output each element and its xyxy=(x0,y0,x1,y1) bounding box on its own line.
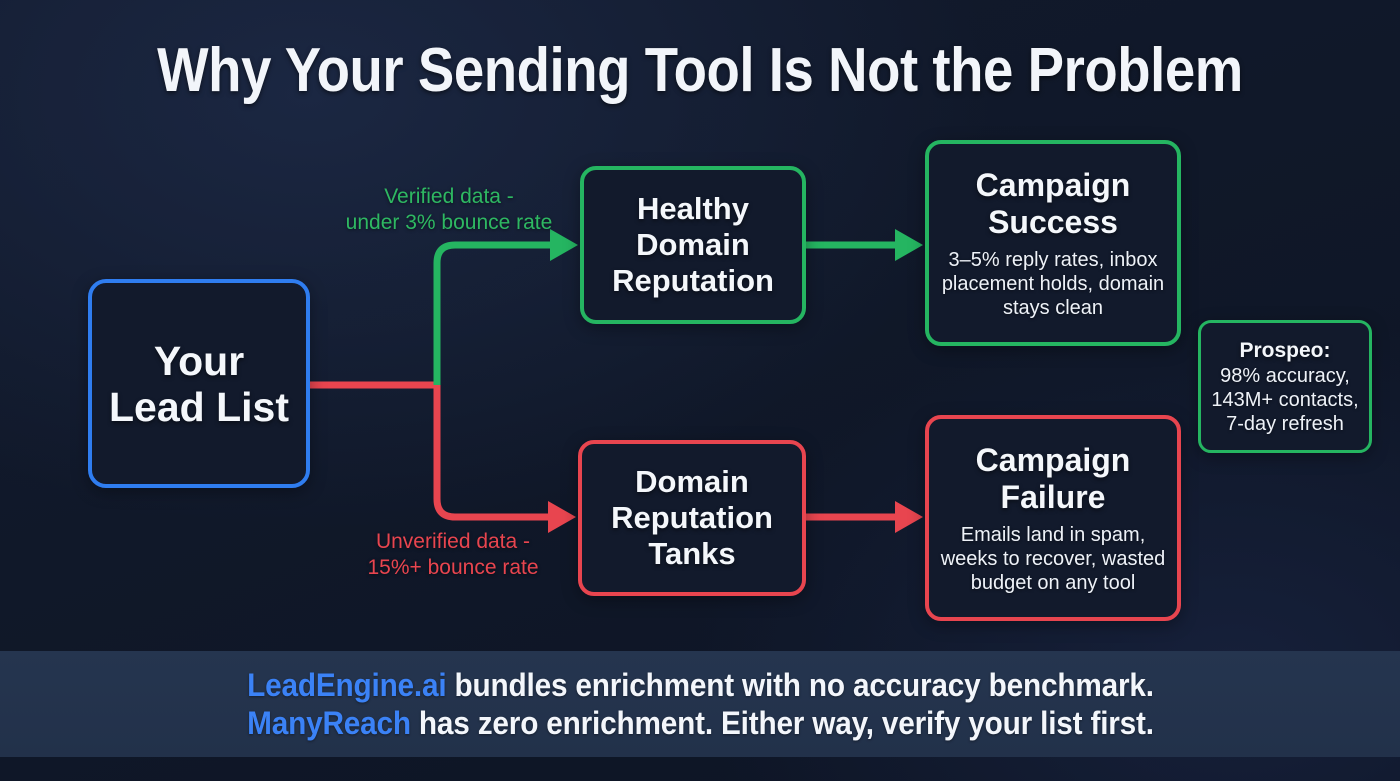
page-title: Why Your Sending Tool Is Not the Problem xyxy=(157,36,1243,105)
node-subtitle: 98% accuracy, 143M+ contacts, 7-day refr… xyxy=(1211,364,1359,435)
edge-verified xyxy=(433,241,552,385)
arrowhead-success xyxy=(895,229,923,261)
arrowhead-failure xyxy=(895,501,923,533)
footer-line-2-text: has zero enrichment. Either way, verify … xyxy=(410,705,1154,741)
node-prospeo-callout[interactable]: Prospeo: 98% accuracy, 143M+ contacts, 7… xyxy=(1198,320,1372,453)
footer-line-1-text: bundles enrichment with no accuracy benc… xyxy=(445,667,1154,703)
node-subtitle: 3–5% reply rates, inbox placement holds,… xyxy=(941,248,1165,319)
footer-line-2: ManyReach has zero enrichment. Either wa… xyxy=(247,704,1154,742)
edge-label-unverified: Unverified data -15%+ bounce rate xyxy=(367,530,539,579)
brand-manyreach: ManyReach xyxy=(246,705,411,741)
node-subtitle: Emails land in spam, weeks to recover, w… xyxy=(940,523,1166,594)
footer-line-1: LeadEngine.ai bundles enrichment with no… xyxy=(247,666,1154,704)
edge-unverified xyxy=(433,385,550,521)
brand-leadengine: LeadEngine.ai xyxy=(246,667,447,703)
edge-label-verified: Verified data -under 3% bounce rate xyxy=(345,185,553,234)
footer-band: LeadEngine.ai bundles enrichment with no… xyxy=(0,651,1400,757)
node-title: Prospeo: xyxy=(1239,338,1331,362)
